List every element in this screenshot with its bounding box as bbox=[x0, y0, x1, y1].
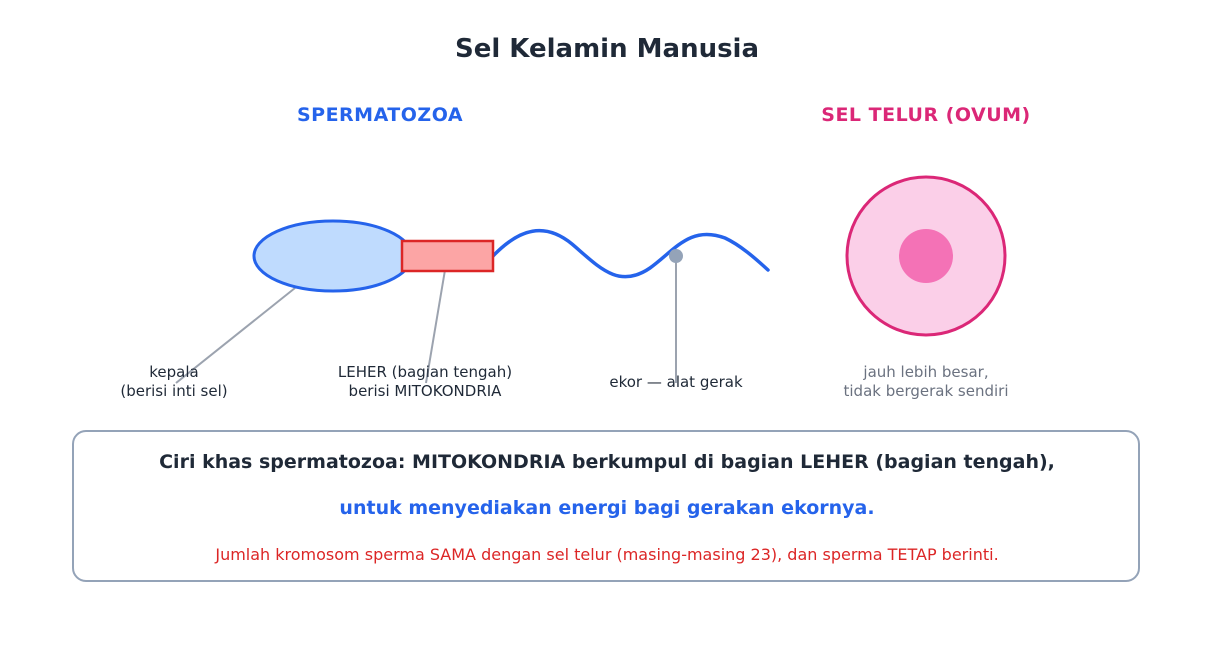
ovum-nucleus bbox=[899, 229, 953, 283]
neck-leader-line bbox=[425, 269, 446, 384]
sperm-tail bbox=[491, 228, 770, 279]
diagram-title: Sel Kelamin Manusia bbox=[454, 34, 760, 64]
head-leader-line bbox=[175, 287, 296, 384]
neck-label: LEHER (bagian tengah) berisi MITOKONDRIA bbox=[338, 363, 512, 401]
info-emphasis-statement: untuk menyediakan energi bagi gerakan ek… bbox=[339, 497, 875, 519]
tail-label: ekor — alat gerak bbox=[609, 373, 743, 391]
info-box bbox=[72, 430, 1140, 582]
neck-label-line2: berisi MITOKONDRIA bbox=[348, 382, 502, 400]
sperm-head bbox=[252, 219, 414, 293]
sperm-neck-midpiece bbox=[400, 239, 495, 273]
info-note: Jumlah kromosom sperma SAMA dengan sel t… bbox=[215, 545, 999, 564]
head-label-line2: (berisi inti sel) bbox=[120, 382, 228, 400]
ovum-label-line1: jauh lebih besar, bbox=[863, 363, 989, 381]
head-label-line1: kepala bbox=[149, 363, 199, 381]
sperm-heading: SPERMATOZOA bbox=[296, 104, 464, 126]
ovum-heading: SEL TELUR (OVUM) bbox=[821, 104, 1031, 126]
tail-marker-dot bbox=[669, 249, 683, 263]
info-main-statement: Ciri khas spermatozoa: MITOKONDRIA berku… bbox=[159, 451, 1055, 473]
ovum-label: jauh lebih besar, tidak bergerak sendiri bbox=[843, 363, 1008, 401]
head-label: kepala (berisi inti sel) bbox=[120, 363, 227, 401]
ovum-label-line2: tidak bergerak sendiri bbox=[843, 382, 1009, 400]
neck-label-line1: LEHER (bagian tengah) bbox=[337, 363, 513, 381]
